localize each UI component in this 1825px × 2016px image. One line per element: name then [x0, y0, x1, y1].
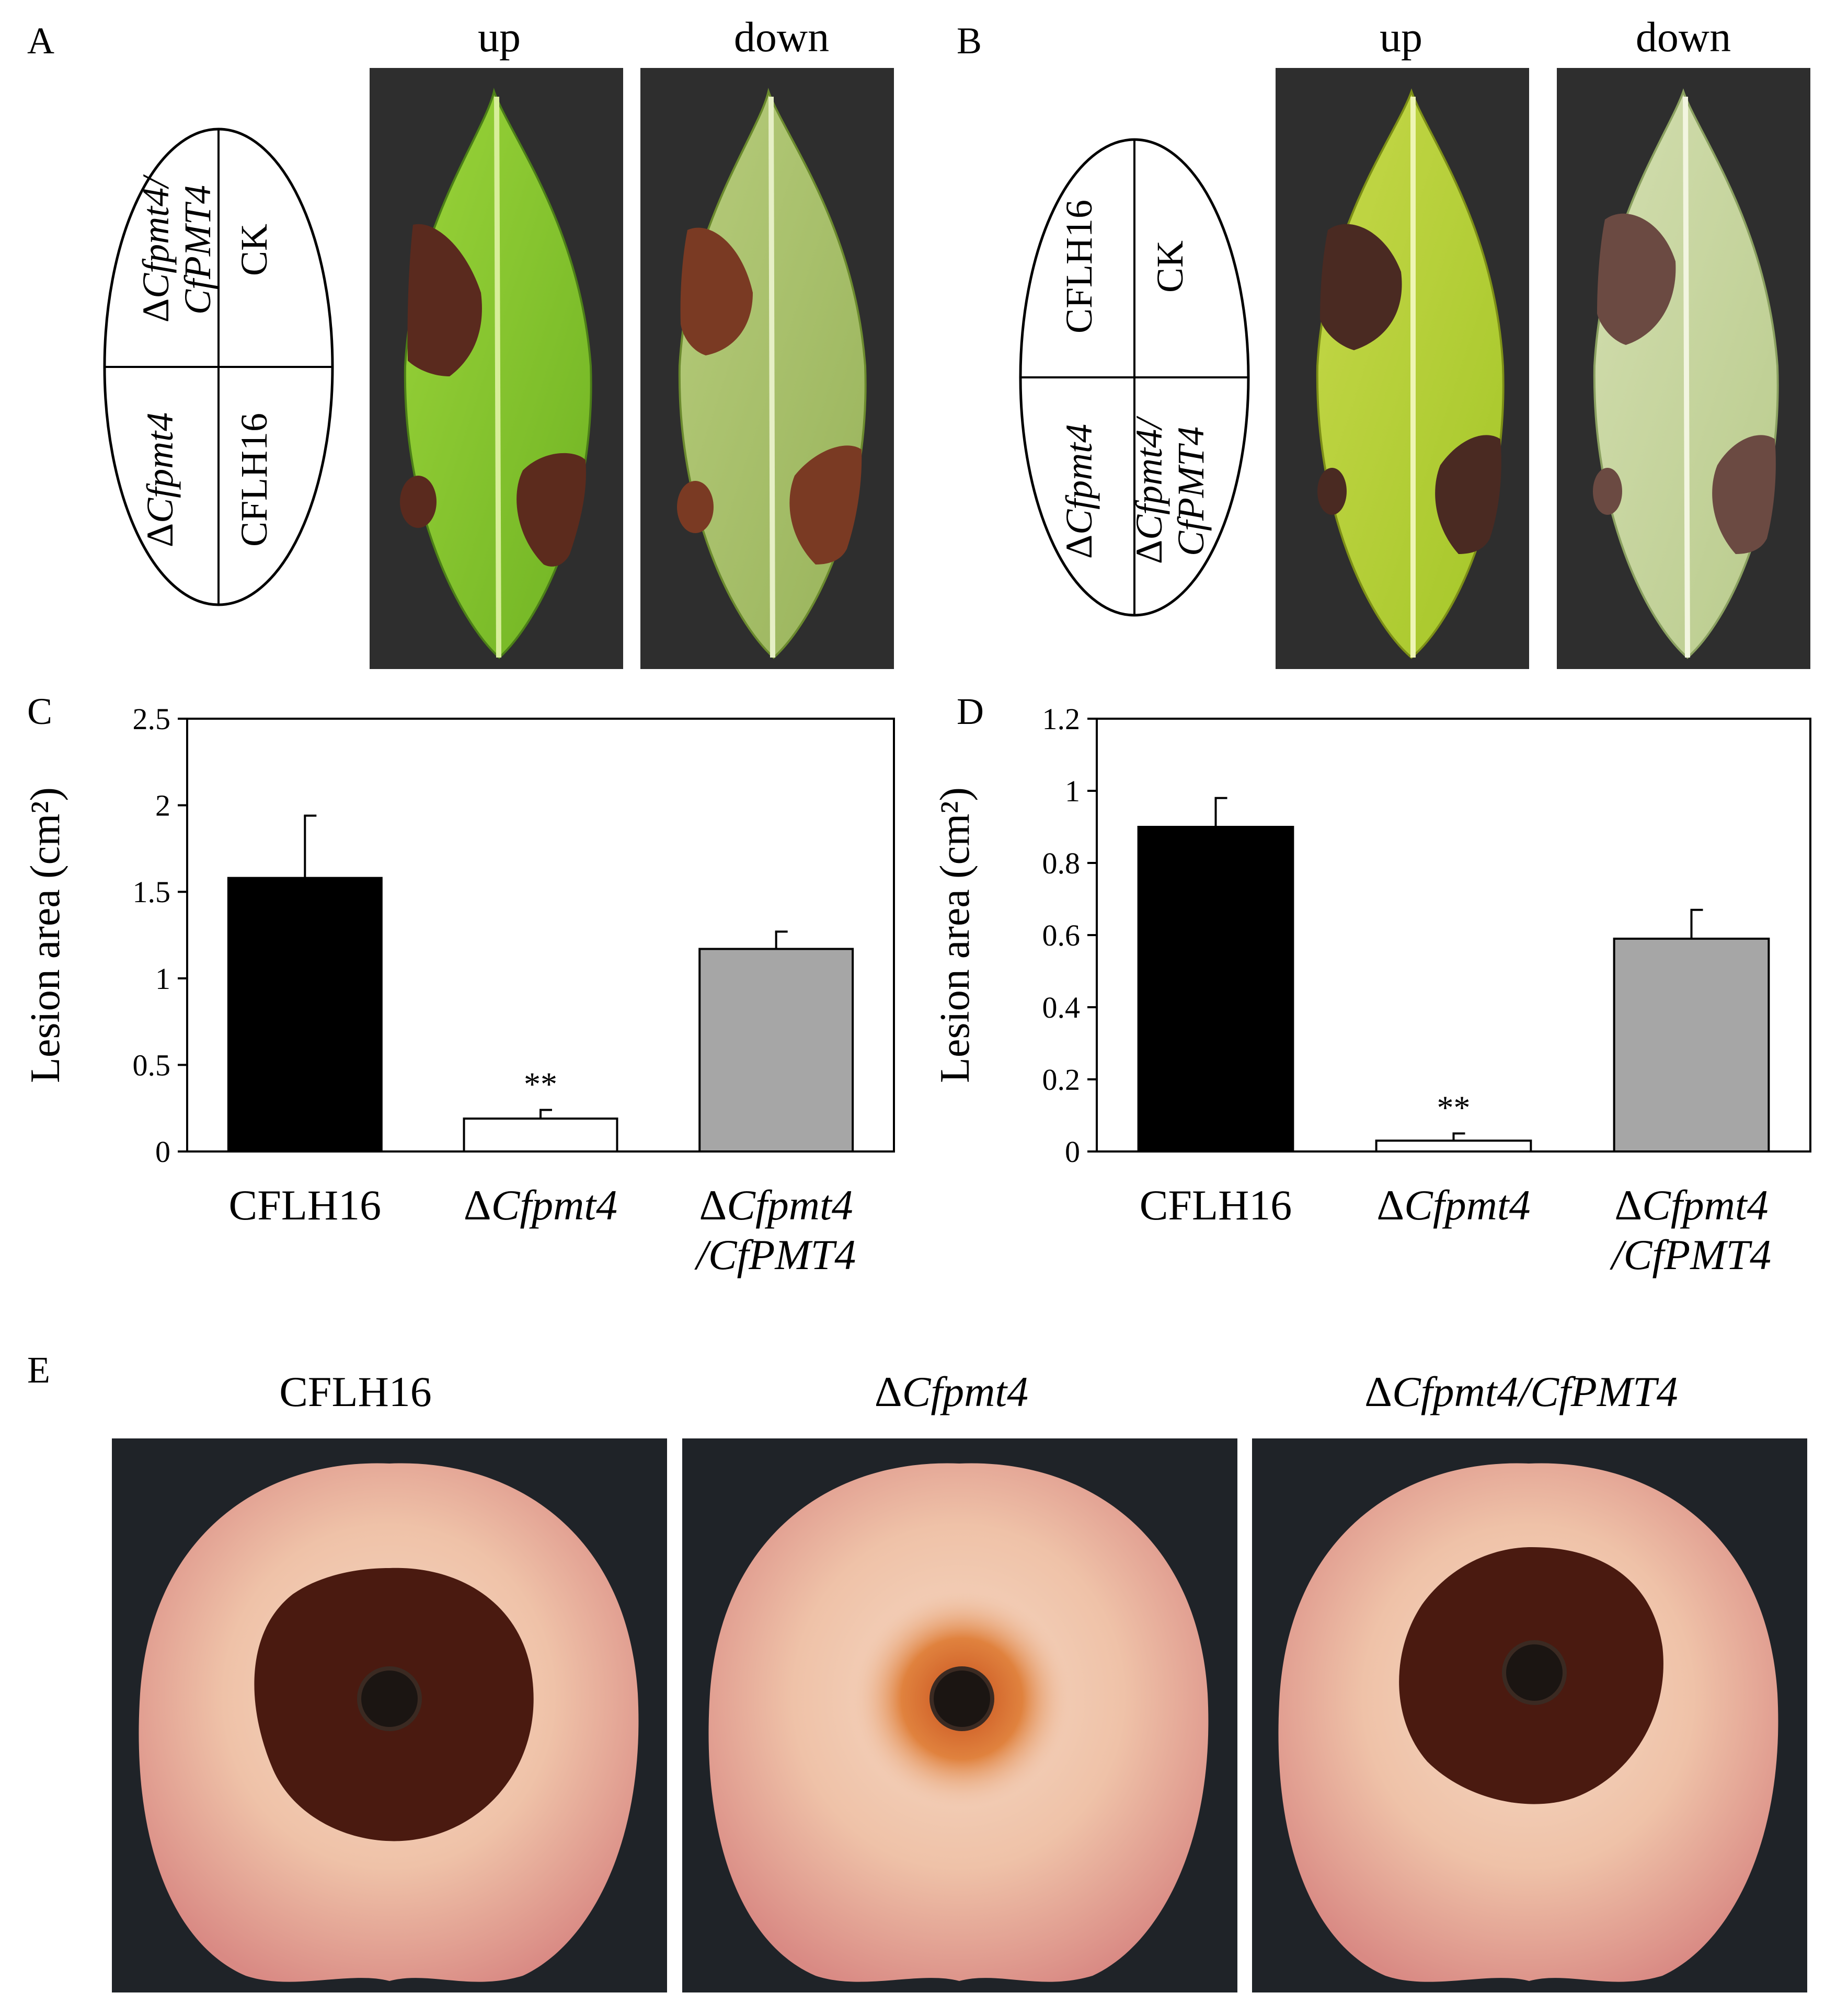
panel-letter-b: B: [957, 20, 982, 62]
apple-photo-wildtype: [112, 1438, 667, 1992]
y-tick-label: 1.2: [1042, 702, 1081, 736]
y-tick-label: 0.8: [1042, 846, 1081, 880]
bar-1: [1137, 826, 1294, 1153]
y-tick-label: 0.4: [1042, 990, 1081, 1024]
diagram-label-wildtype: CFLH16: [233, 413, 275, 547]
y-tick-label: 1: [1065, 774, 1080, 808]
y-axis-label: Lesion area (cm²): [932, 787, 978, 1083]
diagram-label-mutant: ΔCfpmt4: [139, 412, 181, 547]
panel-letter-a: A: [27, 20, 54, 62]
y-tick-label: 0.6: [1042, 918, 1081, 952]
category-label: ΔCfpmt4/CfPMT4: [694, 1181, 856, 1278]
panel-letter-c: C: [27, 690, 52, 732]
panel-e: E CFLH16 ΔCfpmt4 ΔCfpmt4/CfPMT4: [27, 1349, 1807, 1992]
category-label: ΔCfpmt4: [464, 1181, 617, 1229]
category-label: CFLH16: [229, 1181, 382, 1229]
leaf-photo-a-down: [640, 68, 894, 669]
diagram-label-complemented: ΔCfpmt4/CfPMT4: [135, 174, 219, 322]
apple-title-wildtype: CFLH16: [279, 1368, 432, 1415]
apple-title-mutant: ΔCfpmt4: [875, 1368, 1028, 1415]
y-tick-label: 0.2: [1042, 1063, 1081, 1097]
y-tick-label: 0: [155, 1135, 170, 1169]
inoculation-diagram-a: ΔCfpmt4/CfPMT4 CK ΔCfpmt4 CFLH16: [103, 128, 334, 606]
category-label: ΔCfpmt4/CfPMT4: [1610, 1181, 1771, 1278]
y-axis-label: Lesion area (cm²): [22, 787, 68, 1083]
diagram-label-ck: CK: [1149, 240, 1191, 293]
y-tick-label: 0: [1065, 1135, 1080, 1169]
photo-header-down: down: [734, 13, 829, 61]
panel-a: A up down ΔCfpmt4/CfPMT4 CK ΔCfpmt4 CFLH…: [27, 13, 894, 669]
bar-1: [227, 877, 383, 1153]
apple-title-complemented: ΔCfpmt4/CfPMT4: [1364, 1368, 1678, 1415]
y-tick-label: 1: [155, 962, 170, 996]
bar-2: [463, 1118, 618, 1153]
bar-2: [1375, 1139, 1532, 1153]
leaf-photo-b-up: [1276, 68, 1529, 669]
category-label: ΔCfpmt4: [1376, 1181, 1530, 1229]
y-tick-label: 0.5: [133, 1048, 171, 1082]
inoculation-diagram-b: CFLH16 CK ΔCfpmt4 ΔCfpmt4/CfPMT4: [1019, 138, 1250, 617]
diagram-label-complemented: ΔCfpmt4/CfPMT4: [1128, 416, 1212, 564]
apple-photo-mutant: [682, 1438, 1237, 1992]
bar-3: [1613, 937, 1770, 1153]
apple-photo-complemented: [1252, 1438, 1807, 1992]
panel-letter-d: D: [957, 690, 984, 732]
diagram-label-wildtype: CFLH16: [1058, 200, 1100, 333]
category-label: CFLH16: [1140, 1181, 1292, 1229]
y-tick-label: 2: [155, 789, 170, 823]
diagram-label-mutant: ΔCfpmt4: [1058, 424, 1100, 559]
photo-header-up: up: [478, 13, 521, 61]
significance-label: **: [524, 1066, 557, 1103]
diagram-label-ck: CK: [233, 224, 275, 276]
bar-3: [698, 948, 854, 1153]
panel-b: B up down CFLH16 CK ΔCfpmt4 ΔCfpmt4/CfPM…: [957, 13, 1810, 669]
panel-letter-e: E: [27, 1349, 50, 1391]
y-tick-label: 2.5: [133, 702, 171, 736]
significance-label: **: [1437, 1089, 1471, 1126]
y-tick-label: 1.5: [133, 875, 171, 909]
photo-header-down: down: [1636, 13, 1731, 61]
leaf-photo-a-up: [370, 68, 623, 669]
leaf-photo-b-down: [1557, 68, 1810, 669]
photo-header-up: up: [1380, 13, 1422, 61]
